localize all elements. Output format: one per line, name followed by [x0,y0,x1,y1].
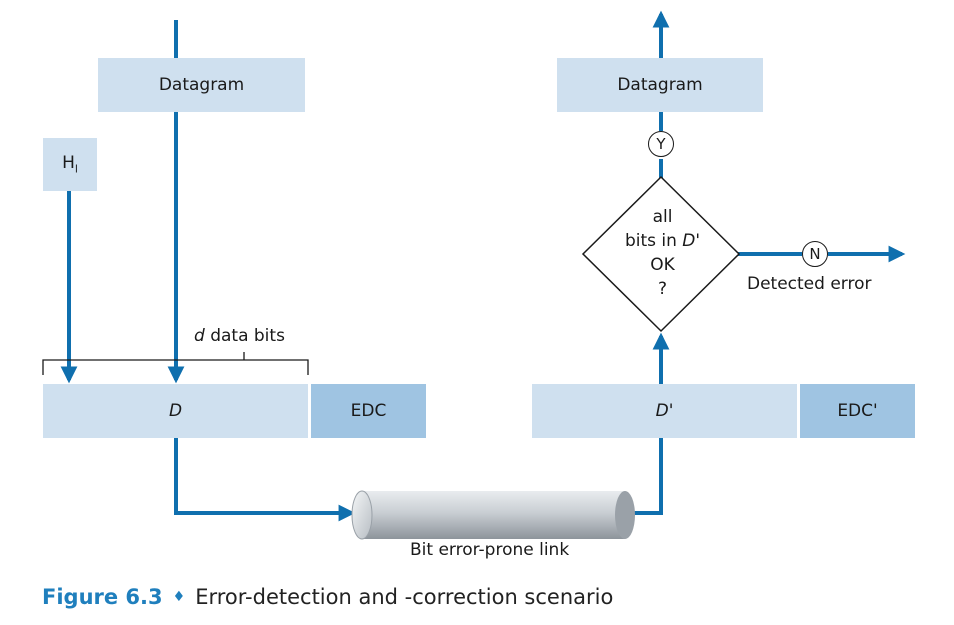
header-box: Hl [43,138,97,191]
decision-line-2: bits in D' [615,229,710,253]
decision-text: all bits in D' OK ? [615,205,710,301]
no-circle: N [802,241,828,267]
link-pipe [351,490,635,540]
sender-to-link-arrow [174,438,356,522]
figure-number: Figure 6.3 [42,585,163,609]
decision-line-4: ? [657,279,668,299]
sender-d-field: D [43,384,308,438]
decision-diamond [581,175,741,333]
figure-caption: Figure 6.3 ♦ Error-detection and -correc… [42,585,613,609]
no-label: N [809,245,821,263]
receiver-datagram-label: Datagram [617,75,703,95]
detected-error-label: Detected error [747,274,872,294]
header-label: Hl [62,153,78,175]
data-bits-bracket [42,352,309,375]
decision-line-2-text: bits in [624,231,683,251]
yes-circle: Y [648,131,674,157]
header-base: H [62,153,75,174]
link-label: Bit error-prone link [410,540,570,560]
decision-line-3: OK [650,255,675,275]
receiver-edcprime-field: EDC' [800,384,915,438]
caption-text: Error-detection and -correction scenario [195,585,614,609]
receiver-edcprime-label: EDC' [837,401,878,421]
receiver-dprime-label: D' [655,401,674,421]
data-bits-label: d data bits [194,326,285,346]
caption-diamond-icon: ♦ [172,589,186,605]
sender-datagram-label: Datagram [158,75,245,95]
header-sub: l [74,162,78,176]
sender-edc-label: EDC [350,401,387,421]
receiver-datagram-box: Datagram [557,58,763,112]
sender-d-label: D [168,401,183,421]
decision-line-2-var: D' [682,231,701,251]
sender-datagram-box: Datagram [98,58,305,112]
decision-line-1: all [652,207,673,227]
link-to-receiver-line [628,438,663,515]
data-bits-var: d [194,326,205,346]
data-bits-text: data bits [204,326,285,346]
yes-label: Y [656,135,666,153]
sender-edc-field: EDC [311,384,426,438]
receiver-dprime-field: D' [532,384,797,438]
